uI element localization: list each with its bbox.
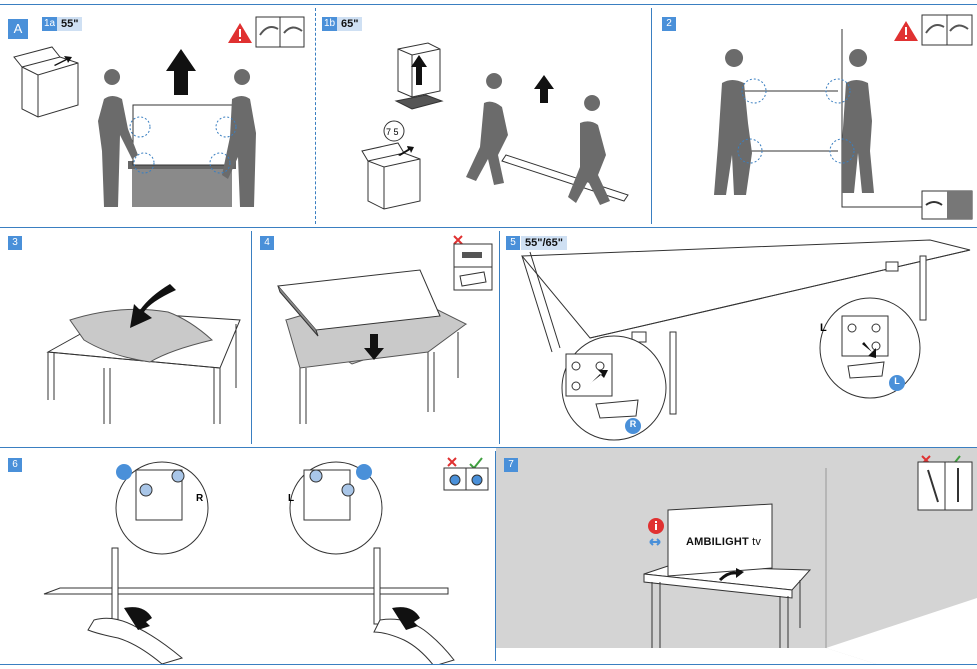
tv-brand-suffix: tv bbox=[752, 536, 762, 548]
warning-icon bbox=[228, 23, 252, 43]
step-6-panel: 6 R L bbox=[0, 448, 495, 664]
arrow-up-icon bbox=[166, 49, 196, 95]
check-icon bbox=[469, 457, 483, 470]
hands-icon bbox=[255, 16, 305, 48]
step-5-illustration bbox=[520, 239, 971, 441]
step-7-panel: 7 AMBILIGHT tv bbox=[496, 448, 977, 664]
svg-text:7 5: 7 5 bbox=[386, 127, 399, 137]
cross-icon bbox=[447, 457, 457, 467]
section-badge: A bbox=[8, 19, 28, 39]
rule-bottom bbox=[0, 664, 977, 665]
rule-row1 bbox=[0, 227, 977, 228]
rule-top bbox=[0, 4, 977, 5]
step-5-size: 55"/65" bbox=[521, 236, 567, 250]
step-5-number: 5 bbox=[506, 236, 520, 250]
step-1a-number: 1a bbox=[42, 17, 58, 31]
step-5-panel: 5 55"/65" L R R L bbox=[500, 228, 977, 447]
step-1b-size: 65" bbox=[337, 17, 363, 31]
arrow-down-icon bbox=[364, 334, 384, 360]
step-3-illustration bbox=[46, 284, 241, 424]
step-1b-illustration: 7 5 bbox=[361, 42, 629, 210]
divider-1a-1b bbox=[315, 8, 316, 224]
rule-row2 bbox=[0, 447, 977, 448]
step-6-side-letter-right: R bbox=[196, 493, 204, 504]
step-3-panel: 3 bbox=[0, 228, 251, 447]
divider-1b-2 bbox=[651, 8, 652, 224]
step-7-illustration bbox=[496, 455, 977, 664]
step-5-callout-letter-left: L bbox=[820, 322, 827, 334]
step-4-illustration bbox=[277, 235, 493, 424]
step-1a-panel: A 1a 55" bbox=[0, 5, 315, 227]
step-6-illustration bbox=[43, 457, 489, 664]
step-6-number: 6 bbox=[8, 458, 22, 472]
divider-4-5 bbox=[499, 231, 500, 444]
warning-icon bbox=[894, 21, 918, 41]
step-5-badge-l: L bbox=[894, 376, 900, 386]
tv-brand-label: AMBILIGHT tv bbox=[686, 536, 761, 548]
step-1a-size: 55" bbox=[57, 17, 83, 31]
step-2-illustration bbox=[714, 14, 973, 220]
step-5-badge-r: R bbox=[629, 419, 637, 429]
step-4-panel: 4 bbox=[252, 228, 499, 447]
divider-3-4 bbox=[251, 231, 252, 444]
tv-brand-main: AMBILIGHT bbox=[686, 536, 749, 548]
step-7-number: 7 bbox=[504, 458, 518, 472]
step-2-panel: 2 bbox=[652, 5, 977, 227]
step-4-number: 4 bbox=[260, 236, 274, 250]
divider-6-7 bbox=[495, 451, 496, 661]
step-3-number: 3 bbox=[8, 236, 22, 250]
step-2-number: 2 bbox=[662, 17, 676, 31]
step-1a-illustration bbox=[13, 16, 305, 208]
arrow-up-icon bbox=[534, 75, 554, 103]
cross-icon bbox=[453, 235, 463, 245]
hands-icon bbox=[921, 14, 973, 46]
step-1b-number: 1b bbox=[322, 17, 338, 31]
step-1b-panel: 1b 65" 7 5 bbox=[316, 5, 651, 227]
step-6-side-letter-left: L bbox=[288, 493, 295, 504]
